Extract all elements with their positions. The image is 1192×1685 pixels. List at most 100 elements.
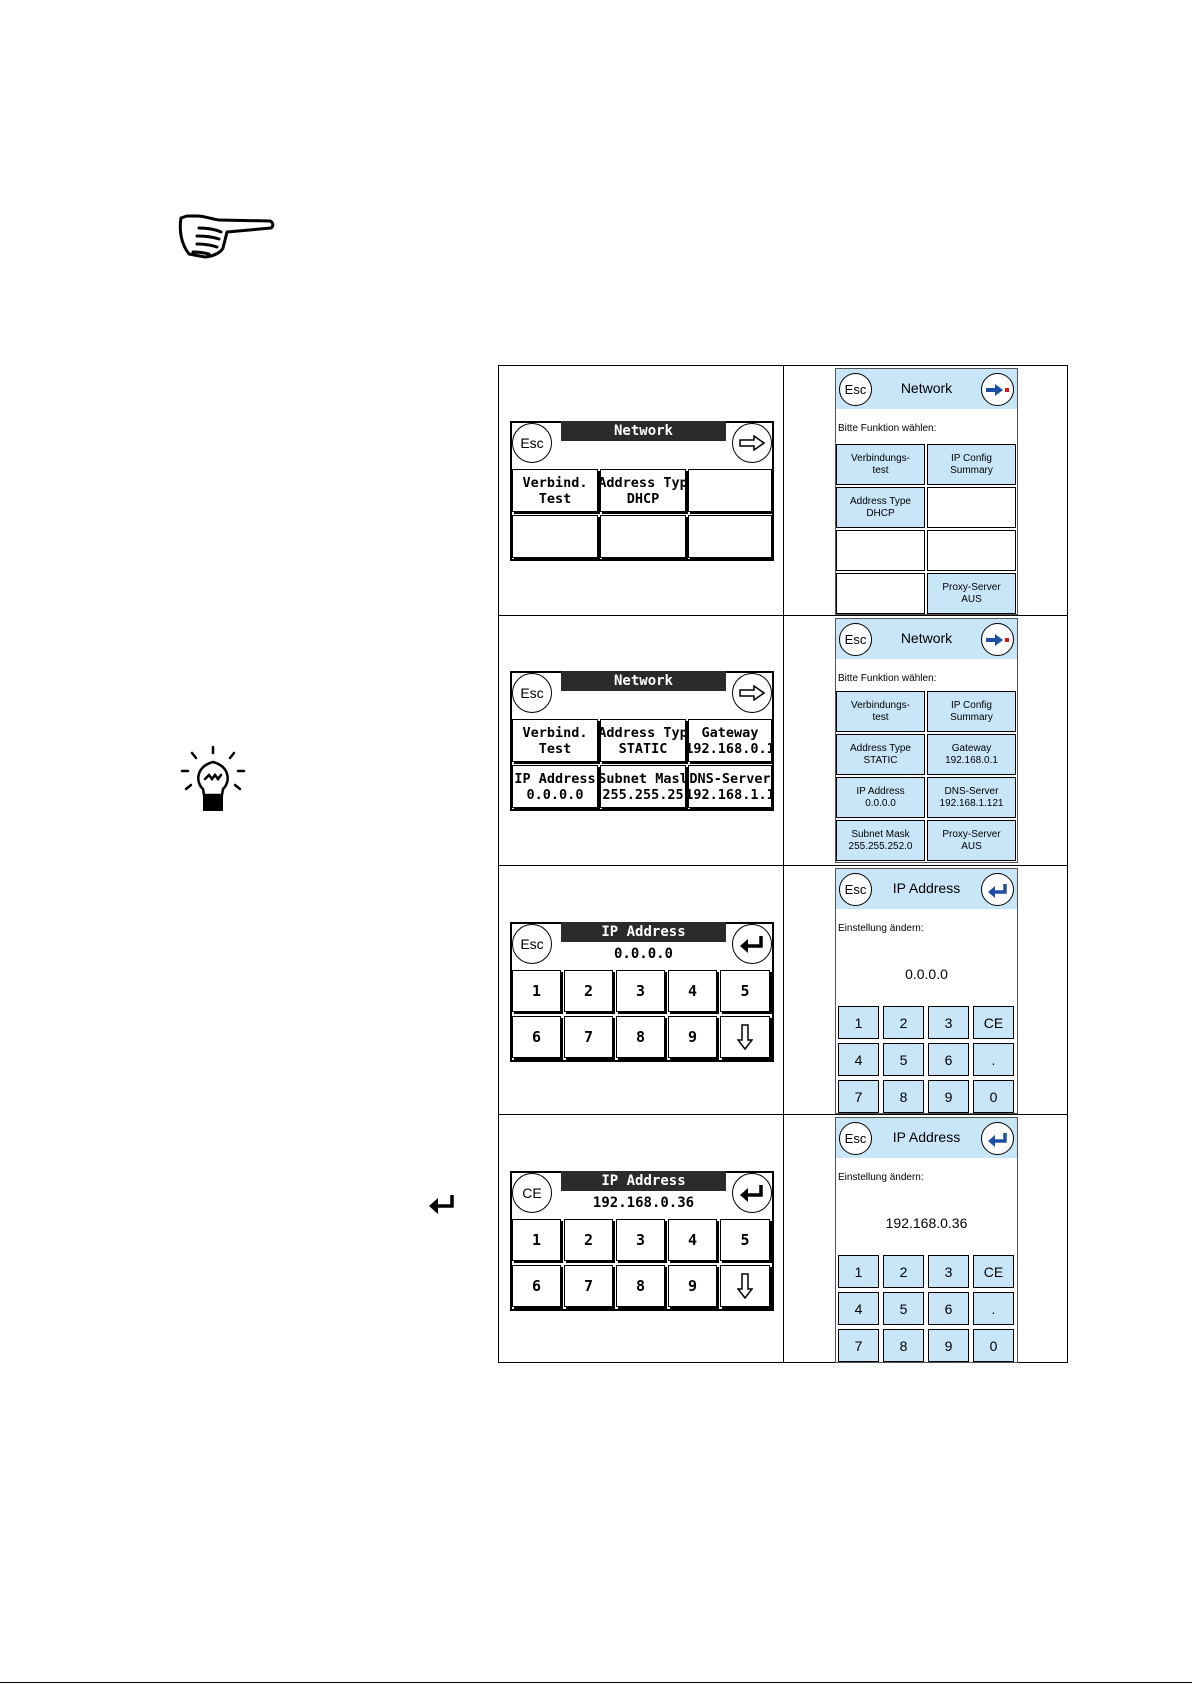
empty-button[interactable] [688,515,772,558]
key-5[interactable]: 5 [883,1043,924,1076]
address-typ-button[interactable]: Address Typ STATIC [600,719,686,762]
esc-button[interactable]: Esc [839,623,872,656]
ip-address-button[interactable]: IP Address 0.0.0.0 [836,777,925,818]
button-value: 192.168.0.1 [945,754,998,766]
key-7[interactable]: 7 [564,1016,613,1058]
enter-button[interactable] [981,873,1014,906]
key-7[interactable]: 7 [838,1329,879,1362]
key-dot[interactable]: . [973,1043,1014,1076]
key-8[interactable]: 8 [616,1016,665,1058]
ip-config-summary-button[interactable]: IP Config Summary [927,444,1016,485]
key-2[interactable]: 2 [564,970,613,1012]
key-7[interactable]: 7 [564,1265,613,1307]
button-label: Verbindungs- [851,452,910,464]
key-8[interactable]: 8 [883,1329,924,1362]
dns-server-button[interactable]: DNS-Server 192.168.1.1 [688,765,772,808]
key-ce[interactable]: CE [973,1006,1014,1039]
subnet-mask-button[interactable]: Subnet Mask 255.255.252.0 [836,820,925,861]
screen-title: Network [561,671,726,691]
ce-button[interactable]: CE [512,1173,552,1213]
verbind-test-button[interactable]: Verbind. Test [512,469,598,512]
button-value: test [872,711,889,723]
key-5[interactable]: 5 [720,1219,770,1261]
key-3[interactable]: 3 [616,1219,665,1261]
enter-button[interactable] [732,1173,772,1213]
empty-button[interactable] [512,515,598,558]
key-6[interactable]: 6 [512,1265,561,1307]
button-value: Summary [950,464,993,476]
key-1[interactable]: 1 [838,1006,879,1039]
gateway-button[interactable]: Gateway 192.168.0.1 [927,734,1016,775]
key-6[interactable]: 6 [928,1043,969,1076]
proxy-server-button[interactable]: Proxy-Server AUS [927,573,1016,614]
empty-button[interactable] [600,515,686,558]
key-8[interactable]: 8 [883,1080,924,1113]
enter-button[interactable] [732,924,772,964]
key-dot[interactable]: . [973,1292,1014,1325]
key-1[interactable]: 1 [838,1255,879,1288]
dns-server-button[interactable]: DNS-Server 192.168.1.121 [927,777,1016,818]
esc-button[interactable]: Esc [839,873,872,906]
ip-address-button[interactable]: IP Address 0.0.0.0 [512,765,598,808]
ip-config-summary-button[interactable]: IP Config Summary [927,691,1016,732]
key-2[interactable]: 2 [564,1219,613,1261]
verbindungstest-button[interactable]: Verbindungs- test [836,444,925,485]
button-value: 0.0.0.0 [526,786,584,803]
empty-button[interactable] [836,573,925,614]
button-value: 192.168.1.1 [688,786,772,803]
key-0[interactable]: 0 [973,1080,1014,1113]
esc-button[interactable]: Esc [512,423,552,463]
esc-button[interactable]: Esc [512,673,552,713]
key-4[interactable]: 4 [668,970,717,1012]
enter-button[interactable] [981,1122,1014,1155]
address-type-button[interactable]: Address Type STATIC [836,734,925,775]
screen-title: Network [900,630,953,646]
key-6[interactable]: 6 [928,1292,969,1325]
empty-button[interactable] [927,487,1016,528]
key-3[interactable]: 3 [928,1255,969,1288]
row-divider [499,615,1067,616]
key-1[interactable]: 1 [512,1219,561,1261]
key-1[interactable]: 1 [512,970,561,1012]
empty-button[interactable] [688,469,772,512]
next-button[interactable] [732,673,772,713]
address-type-button[interactable]: Address Type DHCP [836,487,925,528]
key-3[interactable]: 3 [928,1006,969,1039]
page-bottom-rule [0,1682,1192,1683]
next-button[interactable] [732,423,772,463]
verbind-test-button[interactable]: Verbind. Test [512,719,598,762]
key-0[interactable]: 0 [973,1329,1014,1362]
key-8[interactable]: 8 [616,1265,665,1307]
key-2[interactable]: 2 [883,1255,924,1288]
key-5[interactable]: 5 [883,1292,924,1325]
empty-button[interactable] [927,530,1016,571]
proxy-server-button[interactable]: Proxy-Server AUS [927,820,1016,861]
key-2[interactable]: 2 [883,1006,924,1039]
esc-button[interactable]: Esc [839,373,872,406]
right-arrow-icon [985,633,1009,646]
key-9[interactable]: 9 [928,1329,969,1362]
key-9[interactable]: 9 [668,1265,717,1307]
key-6[interactable]: 6 [512,1016,561,1058]
next-button[interactable] [981,373,1014,406]
key-4[interactable]: 4 [668,1219,717,1261]
key-ce[interactable]: CE [973,1255,1014,1288]
empty-button[interactable] [836,530,925,571]
key-3[interactable]: 3 [616,970,665,1012]
more-keys-button[interactable] [720,1265,770,1307]
esc-button[interactable]: Esc [512,924,552,964]
address-typ-button[interactable]: Address Typ DHCP [600,469,686,512]
key-9[interactable]: 9 [668,1016,717,1058]
button-value: 255.255.252.0 [848,840,913,852]
subnet-mask-button[interactable]: Subnet Masl 255.255.25 [600,765,686,808]
more-keys-button[interactable] [720,1016,770,1058]
verbindungstest-button[interactable]: Verbindungs- test [836,691,925,732]
key-5[interactable]: 5 [720,970,770,1012]
key-9[interactable]: 9 [928,1080,969,1113]
esc-button[interactable]: Esc [839,1122,872,1155]
key-4[interactable]: 4 [838,1292,879,1325]
next-button[interactable] [981,623,1014,656]
gateway-button[interactable]: Gateway 192.168.0.1 [688,719,772,762]
key-7[interactable]: 7 [838,1080,879,1113]
key-4[interactable]: 4 [838,1043,879,1076]
